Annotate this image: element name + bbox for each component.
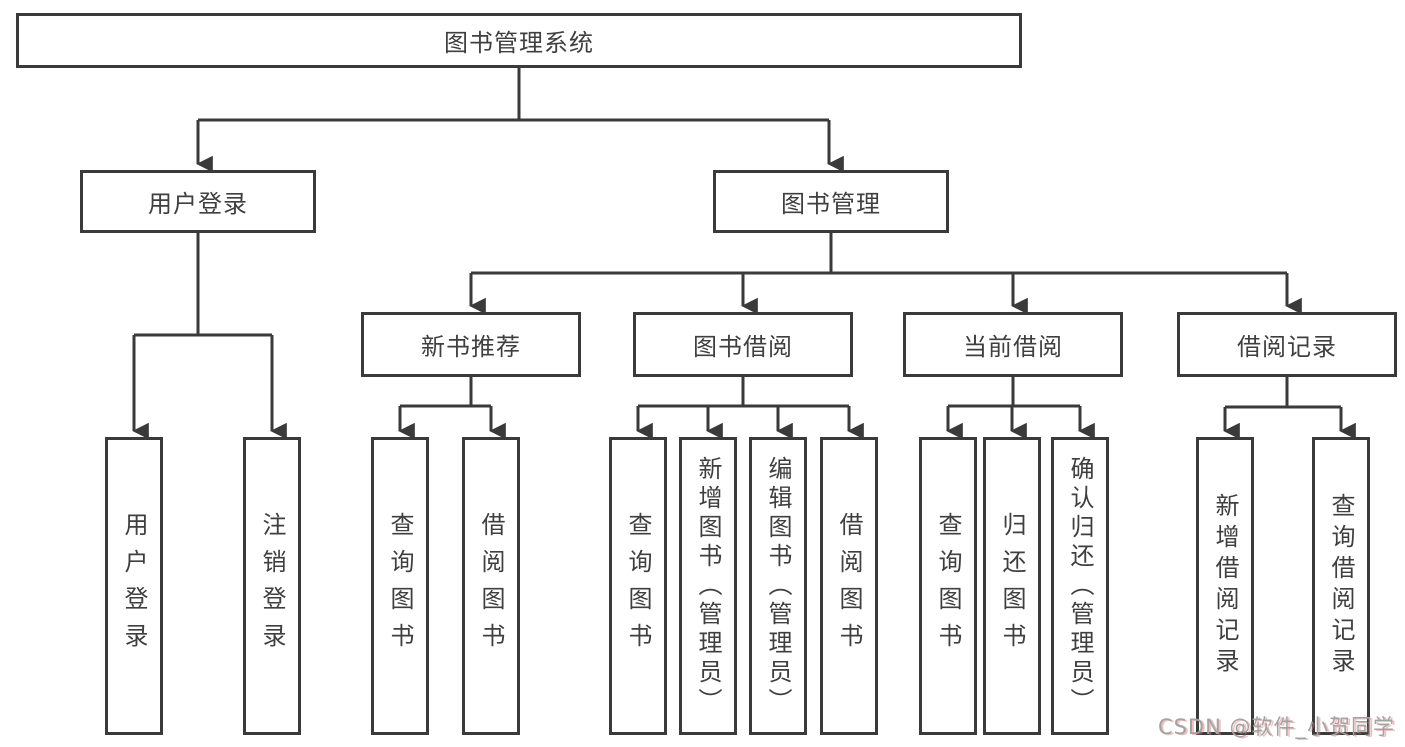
node-leaf-logout: 注销登录 — [243, 437, 301, 735]
node-leaf-bb-add-book: 新增图书（管理员） — [679, 437, 737, 735]
node-book-mgmt: 图书管理 — [713, 170, 949, 233]
node-leaf-rec-query-book: 查询图书 — [371, 437, 429, 735]
node-leaf-cb-confirm-return-label: 确认归还（管理员） — [1066, 455, 1094, 717]
node-leaf-cb-return-book: 归还图书 — [983, 437, 1041, 735]
node-leaf-bb-borrow-book: 借阅图书 — [820, 437, 878, 735]
node-new-book-rec-label: 新书推荐 — [421, 333, 521, 361]
node-book-mgmt-label: 图书管理 — [781, 190, 881, 218]
node-leaf-bb-edit-book-label: 编辑图书（管理员） — [764, 455, 792, 717]
node-current-borrow: 当前借阅 — [903, 312, 1123, 377]
node-borrow-records: 借阅记录 — [1177, 312, 1397, 377]
node-current-borrow-label: 当前借阅 — [963, 333, 1063, 361]
node-leaf-bb-query-book-label: 查询图书 — [624, 512, 652, 660]
node-leaf-rec-borrow-book-label: 借阅图书 — [477, 512, 505, 660]
node-leaf-user-login-label: 用户登录 — [120, 512, 148, 660]
node-leaf-cb-confirm-return: 确认归还（管理员） — [1051, 437, 1109, 735]
node-leaf-rec-query-book-label: 查询图书 — [386, 512, 414, 660]
trunk-lines — [134, 68, 1341, 409]
csdn-watermark: CSDN @软件_小贺同学 — [1157, 715, 1395, 739]
node-leaf-br-query-record: 查询借阅记录 — [1312, 437, 1370, 735]
node-leaf-user-login: 用户登录 — [105, 437, 163, 735]
node-book-borrow-label: 图书借阅 — [693, 333, 793, 361]
node-leaf-bb-add-book-label: 新增图书（管理员） — [694, 455, 722, 717]
node-book-borrow: 图书借阅 — [633, 312, 853, 377]
node-new-book-rec: 新书推荐 — [361, 312, 581, 377]
node-leaf-br-query-record-label: 查询借阅记录 — [1327, 493, 1355, 679]
node-leaf-br-add-record-label: 新增借阅记录 — [1211, 493, 1239, 679]
node-root-label: 图书管理系统 — [444, 29, 594, 57]
node-leaf-logout-label: 注销登录 — [258, 512, 286, 660]
node-leaf-rec-borrow-book: 借阅图书 — [462, 437, 520, 735]
node-user-login: 用户登录 — [80, 170, 316, 233]
node-root: 图书管理系统 — [16, 13, 1022, 68]
node-leaf-cb-return-book-label: 归还图书 — [998, 512, 1026, 660]
node-leaf-bb-edit-book: 编辑图书（管理员） — [749, 437, 807, 735]
node-leaf-br-add-record: 新增借阅记录 — [1196, 437, 1254, 735]
node-user-login-label: 用户登录 — [148, 190, 248, 218]
node-borrow-records-label: 借阅记录 — [1237, 333, 1337, 361]
node-leaf-cb-query-book-label: 查询图书 — [934, 512, 962, 660]
node-leaf-bb-borrow-book-label: 借阅图书 — [835, 512, 863, 660]
node-leaf-bb-query-book: 查询图书 — [609, 437, 667, 735]
node-leaf-cb-query-book: 查询图书 — [919, 437, 977, 735]
